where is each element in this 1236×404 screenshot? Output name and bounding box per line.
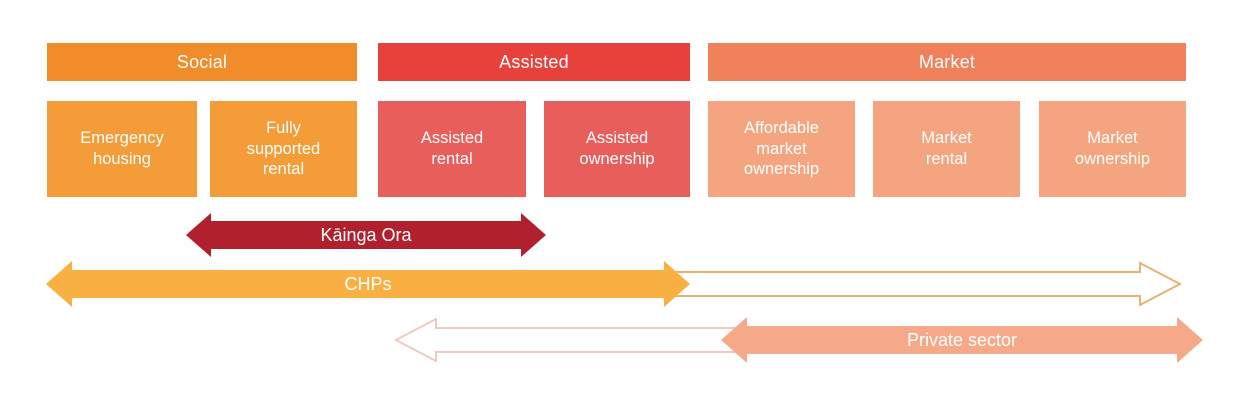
box-fully-supported-rental: Fully supported rental bbox=[210, 101, 357, 197]
box-emergency-housing: Emergency housing bbox=[47, 101, 197, 197]
group-header-assisted: Assisted bbox=[378, 43, 690, 81]
box-market-ownership-label: Market ownership bbox=[1074, 129, 1151, 168]
box-affordable-market-ownership: Affordable market ownership bbox=[708, 101, 855, 197]
box-emergency-housing-label: Emergency housing bbox=[80, 129, 164, 168]
group-header-market-label: Market bbox=[918, 51, 976, 72]
private-sector-outline-continuation-arrow bbox=[393, 317, 736, 363]
box-assisted-rental-label: Assisted rental bbox=[420, 129, 484, 168]
private-sector-arrow bbox=[721, 317, 1203, 363]
box-assisted-ownership: Assisted ownership bbox=[544, 101, 690, 197]
private-sector-arrow-row: Private sector bbox=[393, 317, 1203, 363]
box-fully-supported-rental-label: Fully supported rental bbox=[246, 119, 321, 179]
box-market-rental-label: Market rental bbox=[921, 129, 972, 168]
group-header-assisted-label: Assisted bbox=[499, 51, 569, 72]
chps-arrow bbox=[46, 261, 690, 307]
box-assisted-rental: Assisted rental bbox=[378, 101, 526, 197]
chps-arrow-row: CHPs bbox=[46, 261, 1183, 307]
private-sector-arrow-label: Private sector bbox=[907, 330, 1017, 350]
box-market-ownership: Market ownership bbox=[1039, 101, 1186, 197]
kainga-ora-arrow bbox=[186, 213, 546, 257]
box-assisted-ownership-label: Assisted ownership bbox=[579, 129, 655, 168]
kainga-ora-arrow-label: Kāinga Ora bbox=[320, 225, 412, 245]
kainga-ora-arrow-row: Kāinga Ora bbox=[186, 213, 546, 257]
group-header-social-label: Social bbox=[176, 51, 228, 72]
chps-arrow-label: CHPs bbox=[344, 274, 391, 294]
chps-outline-continuation-arrow bbox=[654, 261, 1183, 307]
group-header-social: Social bbox=[47, 43, 357, 81]
group-header-market: Market bbox=[708, 43, 1186, 81]
box-market-rental: Market rental bbox=[873, 101, 1020, 197]
box-affordable-market-ownership-label: Affordable market ownership bbox=[743, 119, 820, 179]
